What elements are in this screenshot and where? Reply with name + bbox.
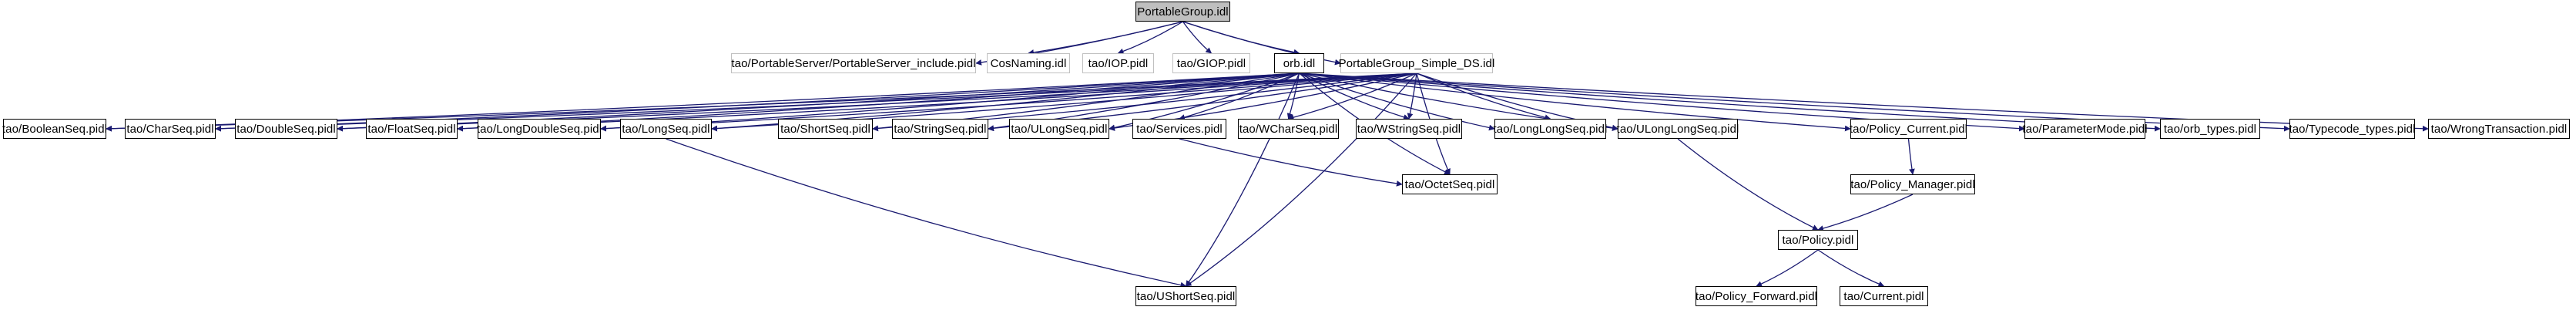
graph-node-label: tao/IOP.pidl: [1088, 56, 1149, 70]
graph-edge-orb-to-polcurrent: [1299, 73, 1851, 132]
graph-node-label: tao/WrongTransaction.pidl: [2430, 122, 2568, 136]
graph-node-polcurrent[interactable]: tao/Policy_Current.pidl: [1850, 119, 1967, 139]
graph-node-stringseq[interactable]: tao/StringSeq.pidl: [892, 119, 988, 139]
graph-node-ushortseq[interactable]: tao/UShortSeq.pidl: [1135, 286, 1236, 306]
graph-node-parammode[interactable]: tao/ParameterMode.pidl: [2022, 119, 2148, 139]
graph-node-longdblseq[interactable]: tao/LongDoubleSeq.pidl: [476, 119, 602, 139]
graph-node-label: tao/Policy.pidl: [1782, 233, 1854, 247]
graph-node-label: PortableGroup_Simple_DS.idl: [1338, 56, 1495, 70]
graph-node-label: tao/BooleanSeq.pidl: [2, 122, 108, 136]
graph-node-doubleseq[interactable]: tao/DoubleSeq.pidl: [235, 119, 337, 139]
graph-node-label: tao/Typecode_types.pidl: [2289, 122, 2416, 136]
graph-node-ulongseq[interactable]: tao/ULongSeq.pidl: [1009, 119, 1109, 139]
graph-node-label: CosNaming.idl: [990, 56, 1067, 70]
graph-node-longlongseq[interactable]: tao/LongLongSeq.pidl: [1493, 119, 1608, 139]
graph-node-services[interactable]: tao/Services.pidl: [1132, 119, 1226, 139]
graph-edge-polcurrent-to-polmanager: [1907, 138, 1915, 175]
graph-node-label: tao/WStringSeq.pidl: [1357, 122, 1461, 136]
graph-edge-simpleds-to-wcharseq: [1287, 73, 1417, 120]
graph-node-orb[interactable]: orb.idl: [1274, 53, 1324, 73]
graph-edge-ulonglong-to-policy: [1677, 138, 1819, 231]
graph-node-booleanseq[interactable]: tao/BooleanSeq.pidl: [2, 119, 108, 139]
graph-node-floatseq[interactable]: tao/FloatSeq.pidl: [366, 119, 458, 139]
graph-node-longseq[interactable]: tao/LongSeq.pidl: [620, 119, 712, 139]
graph-node-giop[interactable]: tao/GIOP.pidl: [1172, 53, 1250, 73]
graph-node-label: tao/ShortSeq.pidl: [780, 122, 870, 136]
graph-node-label: tao/LongSeq.pidl: [622, 122, 710, 136]
graph-node-label: tao/orb_types.pidl: [2163, 122, 2257, 136]
graph-edge-simpleds-to-longdblseq: [600, 73, 1417, 132]
graph-node-label: orb.idl: [1283, 56, 1316, 70]
graph-node-wstringseq[interactable]: tao/WStringSeq.pidl: [1356, 119, 1462, 139]
graph-node-polforward[interactable]: tao/Policy_Forward.pidl: [1696, 286, 1817, 306]
graph-edge-simpleds-to-wstringseq: [1407, 73, 1417, 120]
graph-node-orbtypes[interactable]: tao/orb_types.pidl: [2160, 119, 2260, 139]
graph-node-wrongtxn[interactable]: tao/WrongTransaction.pidl: [2428, 119, 2570, 139]
graph-edge-policy-to-current: [1817, 249, 1885, 287]
graph-edge-longseq-to-ushortseq: [666, 138, 1187, 288]
graph-node-label: tao/Policy_Manager.pidl: [1850, 177, 1975, 191]
graph-node-typecode[interactable]: tao/Typecode_types.pidl: [2289, 119, 2415, 139]
graph-node-current[interactable]: tao/Current.pidl: [1840, 286, 1928, 306]
graph-node-octetseq[interactable]: tao/OctetSeq.pidl: [1402, 174, 1498, 194]
graph-edge-policy-to-polforward: [1756, 249, 1819, 287]
graph-edge-orb-to-ushortseq: [1185, 73, 1300, 287]
graph-edge-services-to-octetseq: [1179, 138, 1403, 187]
graph-node-charseq[interactable]: tao/CharSeq.pidl: [125, 119, 216, 139]
graph-node-root[interactable]: PortableGroup.idl: [1135, 2, 1230, 22]
graph-node-label: tao/Policy_Current.pidl: [1849, 122, 1968, 136]
graph-node-label: tao/OctetSeq.pidl: [1404, 177, 1495, 191]
graph-node-label: tao/ULongSeq.pidl: [1011, 122, 1108, 136]
graph-edge-root-to-iop: [1117, 21, 1183, 55]
graph-node-label: tao/ULongLongSeq.pidl: [1616, 122, 1739, 136]
graph-node-shortseq[interactable]: tao/ShortSeq.pidl: [778, 119, 873, 139]
graph-node-label: tao/CharSeq.pidl: [126, 122, 214, 136]
graph-node-label: tao/DoubleSeq.pidl: [236, 122, 336, 136]
graph-node-label: tao/PortableServer/PortableServer_includ…: [731, 56, 976, 70]
graph-edge-simpleds-to-ushortseq: [1185, 73, 1417, 287]
graph-node-label: PortableGroup.idl: [1137, 5, 1229, 19]
graph-node-label: tao/ParameterMode.pidl: [2022, 122, 2148, 136]
graph-node-label: tao/GIOP.pidl: [1176, 56, 1246, 70]
graph-node-cosnaming[interactable]: CosNaming.idl: [987, 53, 1070, 73]
graph-edge-simpleds-to-longlongseq: [1416, 73, 1551, 121]
graph-node-polmanager[interactable]: tao/Policy_Manager.pidl: [1850, 174, 1975, 194]
graph-node-iop[interactable]: tao/IOP.pidl: [1082, 53, 1154, 73]
graph-edge-root-to-cosnaming: [1028, 21, 1183, 56]
graph-node-label: tao/WCharSeq.pidl: [1239, 122, 1338, 136]
graph-node-label: tao/LongLongSeq.pidl: [1493, 122, 1608, 136]
graph-node-label: tao/Current.pidl: [1843, 289, 1924, 303]
graph-edge-root-to-orb: [1182, 21, 1300, 56]
graph-node-label: tao/Services.pidl: [1136, 122, 1223, 136]
graph-node-label: tao/Policy_Forward.pidl: [1695, 289, 1818, 303]
graph-edge-polmanager-to-policy: [1817, 194, 1914, 231]
graph-node-wcharseq[interactable]: tao/WCharSeq.pidl: [1238, 119, 1339, 139]
graph-node-policy[interactable]: tao/Policy.pidl: [1778, 230, 1858, 250]
graph-node-label: tao/UShortSeq.pidl: [1136, 289, 1236, 303]
graph-node-label: tao/StringSeq.pidl: [894, 122, 987, 136]
graph-node-simpleds[interactable]: PortableGroup_Simple_DS.idl: [1338, 53, 1495, 73]
graph-edge-root-to-giop: [1182, 21, 1213, 54]
graph-node-label: tao/LongDoubleSeq.pidl: [476, 122, 602, 136]
graph-node-label: tao/FloatSeq.pidl: [367, 122, 456, 136]
graph-node-ulonglong[interactable]: tao/ULongLongSeq.pidl: [1616, 119, 1739, 139]
graph-node-psinc[interactable]: tao/PortableServer/PortableServer_includ…: [731, 53, 976, 73]
